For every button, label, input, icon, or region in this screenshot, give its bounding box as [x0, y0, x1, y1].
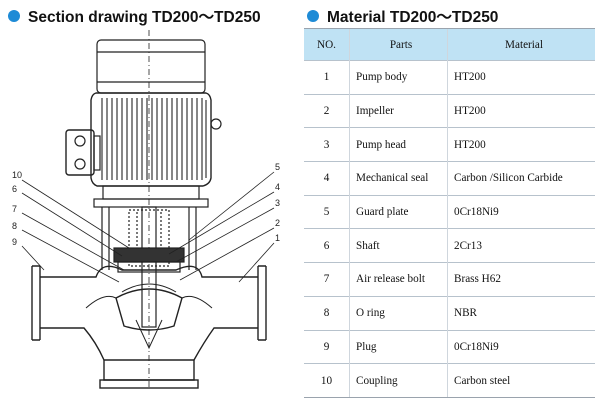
- row-material: HT200: [447, 93, 595, 128]
- row-no: 10: [304, 363, 350, 398]
- row-part: O ring: [349, 295, 448, 330]
- row-material: Carbon /Silicon Carbide: [447, 161, 595, 196]
- header-no: NO.: [304, 28, 350, 61]
- callout-number: 7: [12, 204, 17, 214]
- pump-section-drawing: 10 6 7 8 9 5 4 3 2 1: [12, 30, 280, 390]
- row-material: Carbon steel: [447, 363, 595, 398]
- callout-number: 1: [275, 233, 280, 243]
- motor: [90, 39, 222, 208]
- callout-number: 10: [12, 170, 22, 180]
- row-no: 8: [304, 295, 350, 330]
- row-material: 2Cr13: [447, 228, 595, 263]
- row-material: HT200: [447, 127, 595, 162]
- bullet-icon: [8, 10, 20, 22]
- row-no: 4: [304, 161, 350, 196]
- row-part: Impeller: [349, 93, 448, 128]
- row-part: Guard plate: [349, 194, 448, 229]
- row-no: 3: [304, 127, 350, 162]
- row-no: 9: [304, 329, 350, 364]
- callout-number: 9: [12, 237, 17, 247]
- bullet-icon: [307, 10, 319, 22]
- pump-body: [31, 265, 267, 389]
- row-material: 0Cr18Ni9: [447, 329, 595, 364]
- row-no: 2: [304, 93, 350, 128]
- row-material: HT200: [447, 60, 595, 95]
- callout-number: 8: [12, 221, 17, 231]
- callout-number: 5: [275, 162, 280, 172]
- callout-number: 2: [275, 218, 280, 228]
- row-part: Plug: [349, 329, 448, 364]
- callout-number: 3: [275, 198, 280, 208]
- row-part: Pump body: [349, 60, 448, 95]
- row-part: Mechanical seal: [349, 161, 448, 196]
- row-no: 1: [304, 60, 350, 95]
- row-no: 5: [304, 194, 350, 229]
- row-material: NBR: [447, 295, 595, 330]
- material-heading: Material TD200～TD250: [307, 5, 498, 27]
- section-drawing-heading: Section drawing TD200～TD250: [8, 5, 261, 27]
- section-drawing-title: Section drawing TD200～TD250: [28, 9, 261, 26]
- row-no: 7: [304, 262, 350, 297]
- coupling-housing: [101, 206, 197, 328]
- row-material: Brass H62: [447, 262, 595, 297]
- callout-leaders: [21, 171, 275, 283]
- terminal-box: [65, 129, 101, 176]
- row-part: Pump head: [349, 127, 448, 162]
- row-part: Coupling: [349, 363, 448, 398]
- row-no: 6: [304, 228, 350, 263]
- row-part: Shaft: [349, 228, 448, 263]
- table-header-row: NO. Parts Material: [304, 28, 595, 61]
- material-title: Material TD200～TD250: [327, 9, 499, 26]
- callout-number: 6: [12, 184, 17, 194]
- header-material: Material: [447, 28, 595, 61]
- callout-number: 4: [275, 182, 280, 192]
- row-material: 0Cr18Ni9: [447, 194, 595, 229]
- row-part: Air release bolt: [349, 262, 448, 297]
- header-parts: Parts: [349, 28, 448, 61]
